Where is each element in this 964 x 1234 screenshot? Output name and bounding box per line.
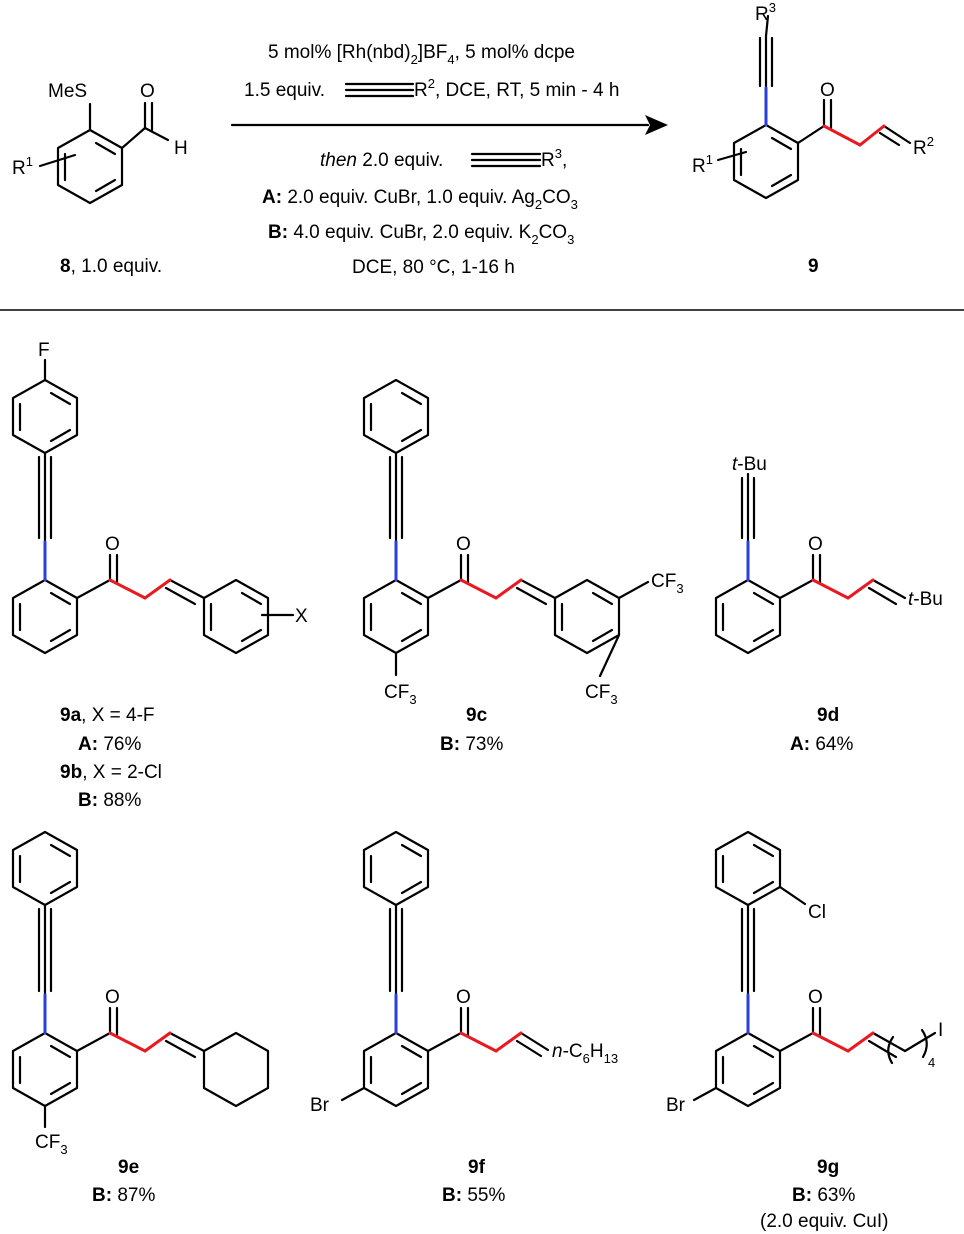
c9g-cl: Cl (808, 902, 826, 923)
compound-9c-structure (362, 378, 650, 678)
c9d-caption: 9d (817, 705, 839, 726)
c9c-cf3-c: CF3 (384, 682, 417, 707)
c9e-red-bond-2 (143, 1031, 172, 1053)
conditions-line-6: DCE, 80 °C, 1-16 h (352, 257, 515, 278)
c9e-cf3: CF3 (35, 1132, 68, 1157)
product-o-label: O (820, 80, 835, 101)
r3-label: R3 (755, 0, 776, 25)
c9g-br: Br (666, 1095, 686, 1116)
product-red-bond-1 (822, 124, 862, 147)
carbonyl-o-label: O (140, 81, 155, 102)
c9d-tbu-b: t-Bu (908, 589, 943, 610)
r2-label: R2 (913, 134, 934, 159)
compound-9f-structure (340, 830, 550, 1108)
c9e-red-bond-1 (108, 1031, 147, 1053)
c9g-caption: 9g (817, 1157, 839, 1178)
c9g-red-bond-1 (811, 1031, 850, 1053)
compound-9g-structure (692, 830, 937, 1108)
c9d-yield: A: 64% (790, 734, 853, 755)
c9d-o-label: O (808, 534, 823, 555)
conditions-line-a: A: 2.0 equiv. CuBr, 1.0 equiv. Ag2CO3 (262, 187, 578, 212)
c9b-yield: B: 88% (78, 790, 141, 811)
h-label: H (174, 138, 188, 159)
c9f-caption: 9f (468, 1157, 486, 1178)
alkyne-glyph-1 (344, 82, 415, 98)
c9g-i: I (938, 1020, 943, 1041)
r1-label: R1 (12, 154, 33, 179)
compound-9a-structure (11, 358, 295, 655)
c9b-caption: 9b, X = 2-Cl (60, 762, 162, 783)
c9a-x-label: X (295, 606, 308, 627)
product-caption: 9 (808, 256, 819, 277)
conditions-line-3-b: R3, (541, 146, 567, 171)
c9f-hexyl: n-C6H13 (552, 1041, 618, 1066)
c9c-yield: B: 73% (440, 734, 503, 755)
reactant-8-structure (38, 101, 170, 205)
product-red-bond-2 (858, 124, 886, 147)
c9a-o-label: O (105, 534, 120, 555)
c9c-caption: 9c (466, 705, 488, 726)
c9d-red-bond-1 (811, 578, 850, 600)
conditions-line-b: B: 4.0 equiv. CuBr, 2.0 equiv. K2CO3 (268, 222, 574, 247)
reaction-arrow (230, 115, 668, 135)
c9a-red-bond-2 (143, 578, 172, 600)
conditions-line-3-a: then 2.0 equiv. (320, 150, 443, 171)
c9c-cf3-b: CF3 (585, 682, 618, 707)
c9e-caption: 9e (118, 1157, 139, 1178)
mes-label: MeS (48, 81, 87, 102)
c9g-red-bond-2 (846, 1031, 875, 1053)
c9g-o-label: O (808, 987, 823, 1008)
c9f-br: Br (310, 1095, 330, 1116)
conditions-line-1: 5 mol% [Rh(nbd)2]BF4, 5 mol% dcpe (268, 42, 575, 67)
c9d-red-bond-2 (846, 578, 875, 600)
c9a-yield: A: 76% (78, 734, 141, 755)
c9g-yield: B: 63% (792, 1185, 855, 1206)
c9e-yield: B: 87% (92, 1185, 155, 1206)
compound-9e-structure (11, 830, 270, 1129)
c9c-o-label: O (456, 534, 471, 555)
compound-9d-structure (714, 472, 907, 655)
reactant-caption: 8, 1.0 equiv. (60, 256, 162, 277)
c9g-subscript-4: 4 (928, 1055, 935, 1070)
c9a-red-bond-1 (108, 578, 147, 600)
product-9-structure (716, 14, 912, 200)
c9f-o-label: O (456, 987, 471, 1008)
alkyne-glyph-2 (470, 152, 542, 168)
conditions-line-2-b: R2, DCE, RT, 5 min - 4 h (414, 76, 619, 101)
c9f-yield: B: 55% (442, 1185, 505, 1206)
c9f-red-bond-2 (494, 1031, 523, 1053)
c9a-f-label: F (38, 340, 50, 361)
c9f-red-bond-1 (459, 1031, 498, 1053)
c9a-caption: 9a, X = 4-F (60, 705, 155, 726)
conditions-line-2-a: 1.5 equiv. (244, 80, 325, 101)
c9c-red-bond-1 (459, 578, 498, 600)
c9g-note: (2.0 equiv. CuI) (760, 1211, 888, 1232)
c9c-cf3-a: CF3 (651, 571, 684, 596)
c9c-red-bond-2 (494, 578, 523, 600)
c9e-o-label: O (105, 987, 120, 1008)
c9d-tbu-a: t-Bu (732, 454, 767, 475)
product-r1-label: R1 (692, 152, 713, 177)
